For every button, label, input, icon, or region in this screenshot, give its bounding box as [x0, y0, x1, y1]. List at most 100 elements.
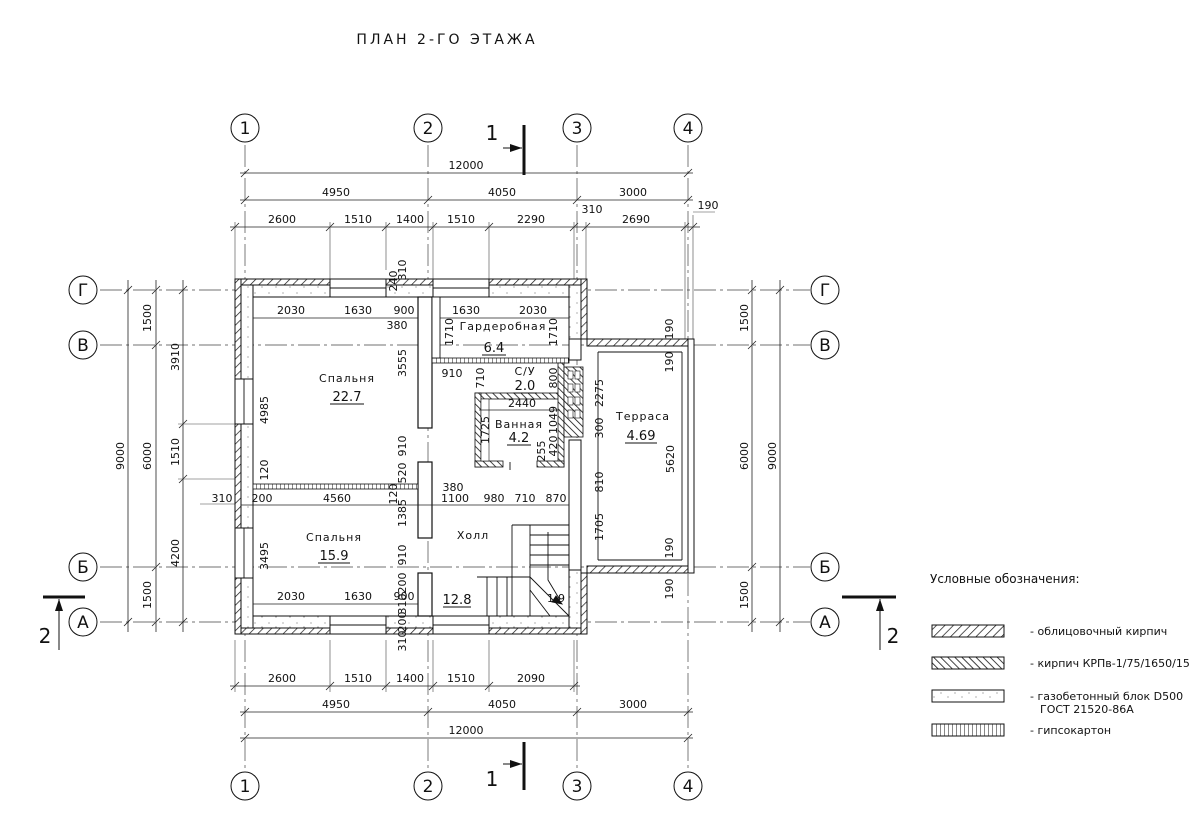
dim-int-200: 200 — [252, 492, 273, 505]
dim-int-1710b: 1710 — [547, 318, 560, 346]
axis-label-v-right: В — [819, 336, 831, 356]
dim-int-980: 980 — [484, 492, 505, 505]
dim-int-190b: 190 — [663, 352, 676, 373]
legend-label-facing-brick: - облицовочный кирпич — [1030, 625, 1167, 638]
dim-int-910c: 910 — [396, 545, 409, 566]
dim-top-2690: 2690 — [622, 213, 650, 226]
dim-top-2600: 2600 — [268, 213, 296, 226]
dim-top-4950: 4950 — [322, 186, 350, 199]
axis-label-2-bottom: 2 — [423, 777, 434, 797]
dim-top-1510b: 1510 — [447, 213, 475, 226]
axis-label-a-right: А — [819, 613, 831, 633]
dim-int-1630c: 1630 — [344, 590, 372, 603]
dim-int-710: 710 — [515, 492, 536, 505]
dim-top-190: 190 — [698, 199, 719, 212]
dim-left-6000: 6000 — [141, 442, 154, 470]
room-name-wc: С/У — [514, 365, 535, 378]
axis-bubbles-left: Г В Б А — [68, 275, 98, 637]
dim-bottom-3000: 3000 — [619, 698, 647, 711]
legend-label-aerated-block: - газобетонный блок D500 — [1030, 690, 1183, 703]
dim-int-240: 240 — [387, 271, 400, 292]
dim-int-800: 800 — [547, 368, 560, 389]
dim-left-4200: 4200 — [169, 539, 182, 567]
axis-label-4-top: 4 — [683, 119, 694, 139]
dim-int-2030b: 2030 — [519, 304, 547, 317]
dim-int-1710a: 1710 — [443, 318, 456, 346]
room-area-wc: 2.0 — [515, 379, 536, 394]
dim-right-1500a: 1500 — [738, 304, 751, 332]
dim-top-4050: 4050 — [488, 186, 516, 199]
drawing-title: ПЛАН 2-ГО ЭТАЖА — [356, 32, 537, 48]
axis-label-4-bottom: 4 — [683, 777, 694, 797]
room-name-terrace: Терраса — [615, 410, 670, 423]
room-name-hall: Холл — [457, 529, 489, 542]
dim-int-420: 420 — [547, 436, 560, 457]
section-1-top: 1 — [486, 121, 499, 145]
dim-int-2275: 2275 — [593, 379, 606, 407]
dim-int-3495: 3495 — [258, 542, 271, 570]
section-1-bottom: 1 — [486, 767, 499, 791]
dim-int-2030a: 2030 — [277, 304, 305, 317]
axis-label-2-top: 2 — [423, 119, 434, 139]
dim-int-120a: 120 — [258, 460, 271, 481]
section-2-right: 2 — [887, 624, 900, 648]
dim-int-190d: 190 — [663, 579, 676, 600]
axis-label-1-top: 1 — [240, 119, 251, 139]
dim-top-1510a: 1510 — [344, 213, 372, 226]
dim-int-310d: 310 — [396, 594, 409, 615]
dim-int-120b: 120 — [387, 484, 400, 505]
room-area-bedroom-1: 22.7 — [333, 390, 362, 405]
dim-overall-top: 12000 — [449, 159, 484, 172]
dim-int-1705: 1705 — [593, 513, 606, 541]
dim-left-1500b: 1500 — [141, 581, 154, 609]
legend-swatch-facing-brick — [931, 624, 1005, 638]
dim-left-1510: 1510 — [169, 438, 182, 466]
dim-int-520: 520 — [396, 463, 409, 484]
dim-int-1100: 1100 — [441, 492, 469, 505]
room-labels: Спальня 22.7 Гардеробная 6.4 С/У 2.0 Ван… — [306, 320, 670, 608]
legend-label-gypsum: - гипсокартон — [1030, 724, 1111, 737]
dim-int-380b: 380 — [443, 481, 464, 494]
dim-int-3555: 3555 — [396, 349, 409, 377]
dim-int-810: 810 — [593, 472, 606, 493]
legend: Условные обозначения: - облицовочный кир… — [930, 572, 1190, 737]
dim-bottom-1400: 1400 — [396, 672, 424, 685]
axis-label-v-left: В — [77, 336, 89, 356]
dim-bottom-4050: 4050 — [488, 698, 516, 711]
dim-int-200b: 200 — [396, 573, 409, 594]
dim-left-9000: 9000 — [114, 442, 127, 470]
dim-top-1400: 1400 — [396, 213, 424, 226]
room-name-wardrobe: Гардеробная — [460, 320, 547, 333]
stair-label: 1-9 — [547, 592, 565, 605]
room-area-bathroom: 4.2 — [509, 431, 530, 446]
left-dimensions: 9000 1500 6000 1500 3910 1510 4200 310 — [114, 280, 250, 632]
dim-bottom-1510b: 1510 — [447, 672, 475, 685]
dim-int-190a: 190 — [663, 319, 676, 340]
dim-int-380a: 380 — [387, 319, 408, 332]
bottom-dimensions: 2600 1510 1400 1510 2090 4950 4050 3000 … — [230, 640, 693, 743]
legend-swatch-gypsum — [931, 723, 1005, 737]
axis-label-b-left: Б — [77, 558, 89, 578]
axis-bubbles-bottom: 1 2 3 4 — [230, 771, 703, 801]
axis-label-g-right: Г — [820, 281, 830, 301]
dim-int-910b: 910 — [396, 436, 409, 457]
dim-int-4560: 4560 — [323, 492, 351, 505]
dim-right-1500b: 1500 — [738, 581, 751, 609]
legend-swatch-aerated-block — [931, 689, 1005, 703]
room-name-bedroom-2: Спальня — [306, 531, 362, 544]
dim-int-190c: 190 — [663, 538, 676, 559]
axis-label-1-bottom: 1 — [240, 777, 251, 797]
dim-bottom-2600: 2600 — [268, 672, 296, 685]
axis-label-g-left: Г — [78, 281, 88, 301]
top-dimensions: 12000 4950 4050 3000 2600 1510 1400 1510… — [230, 159, 719, 340]
dim-int-1630a: 1630 — [344, 304, 372, 317]
legend-swatch-krp-brick — [931, 656, 1005, 670]
room-name-bathroom: Ванная — [495, 418, 543, 431]
interior-dimensions: 2030 1630 900 1630 2030 2030 1630 900 20… — [241, 260, 677, 652]
dim-left-310: 310 — [212, 492, 233, 505]
dim-int-870: 870 — [546, 492, 567, 505]
room-name-bedroom-1: Спальня — [319, 372, 375, 385]
room-area-terrace: 4.69 — [627, 429, 656, 444]
dim-int-1385: 1385 — [396, 499, 409, 527]
